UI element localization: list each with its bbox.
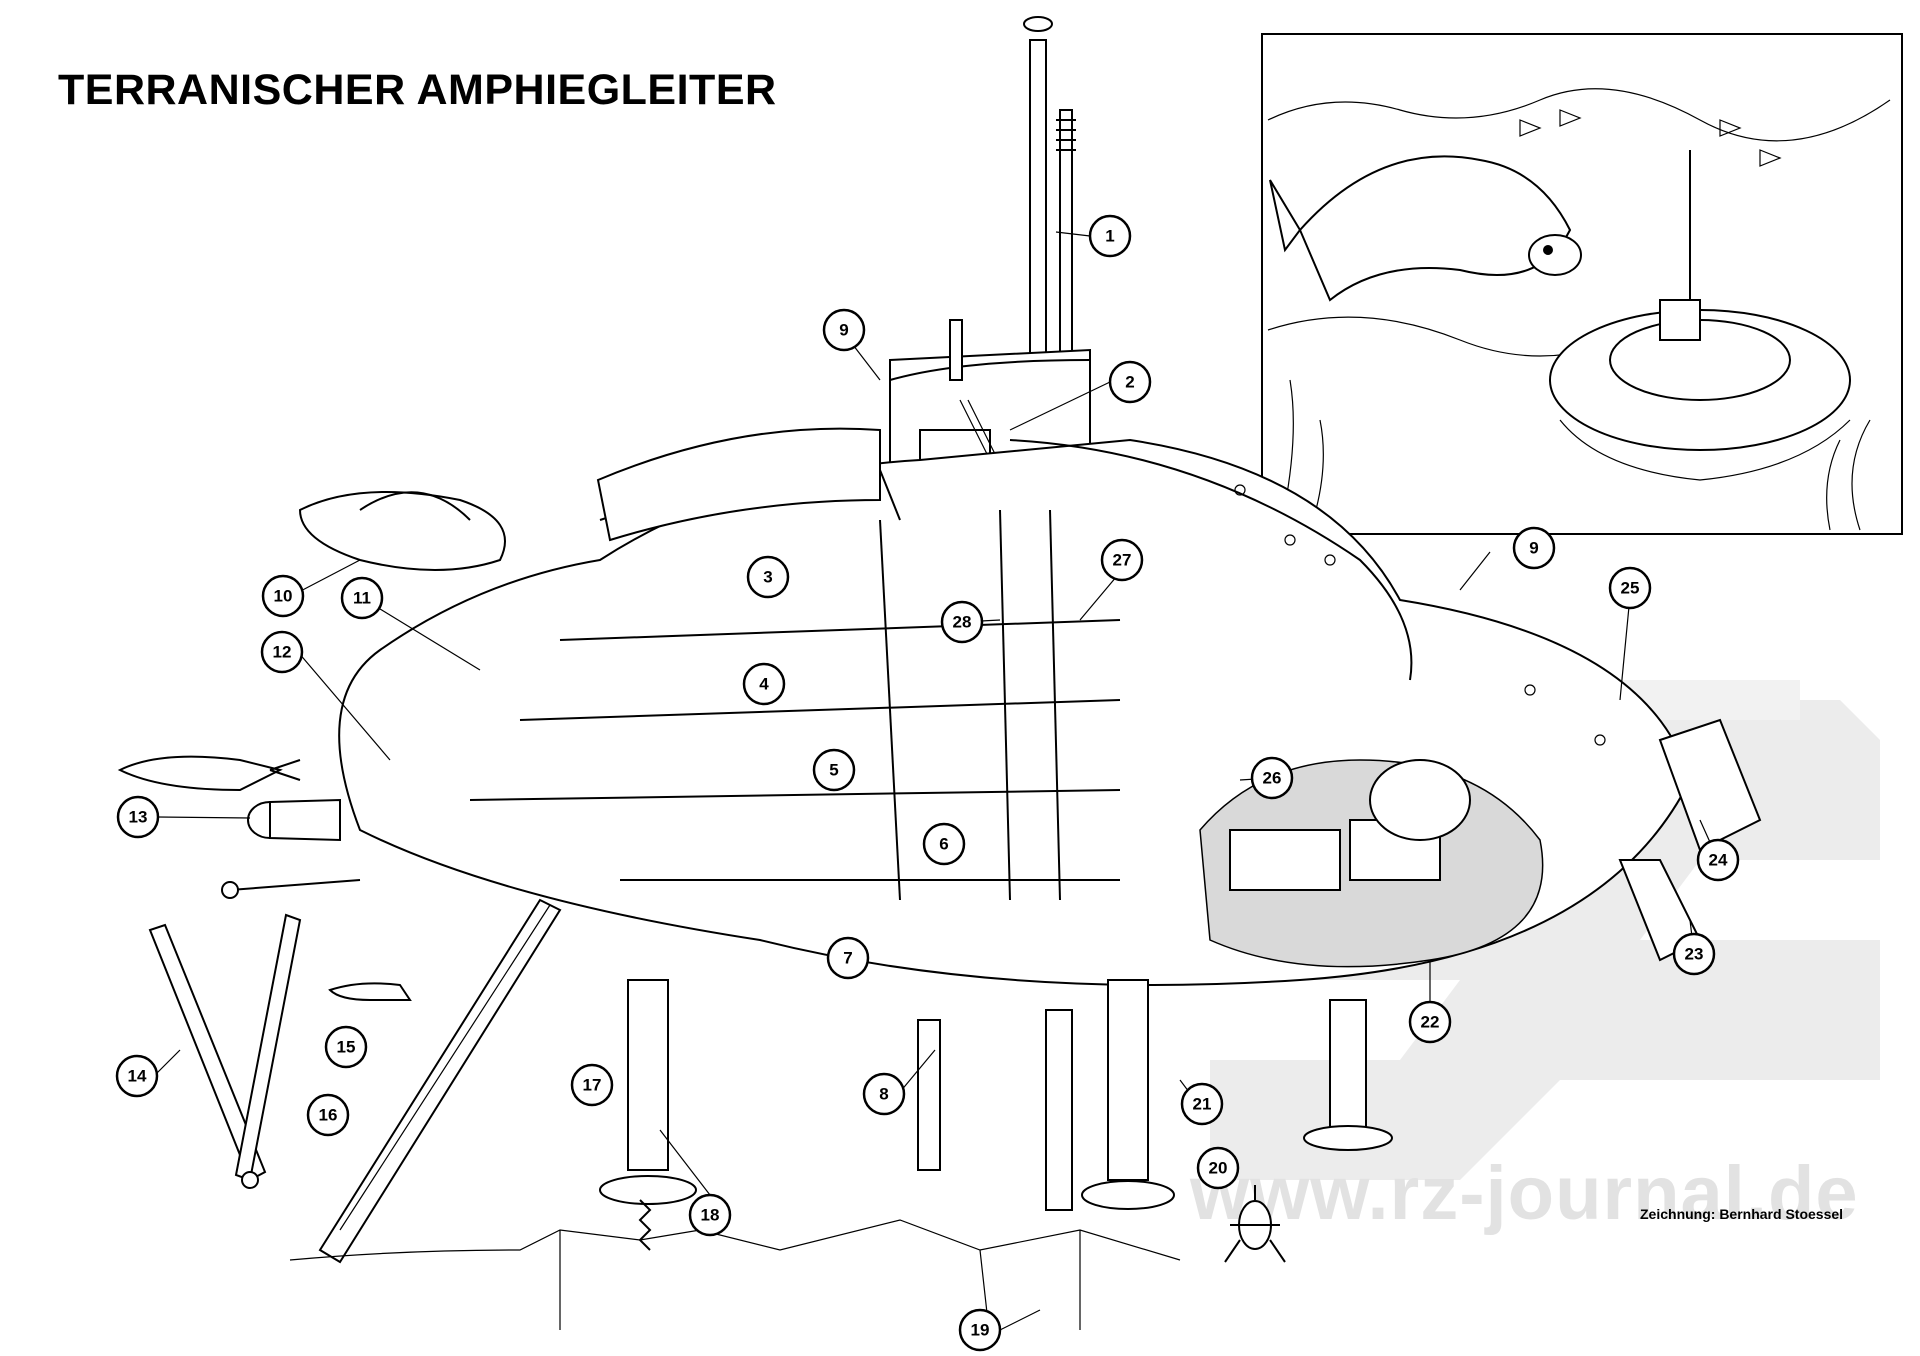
callout-3: 3 — [746, 555, 790, 599]
landing-legs — [599, 979, 1393, 1251]
callout-9-tower: 9 — [822, 308, 866, 352]
svg-text:9: 9 — [1529, 539, 1538, 558]
svg-text:26: 26 — [1263, 769, 1282, 788]
callout-21: 21 — [1180, 1082, 1224, 1126]
diagram-title: TERRANISCHER AMPHIEGLEITER — [58, 66, 777, 114]
callout-8: 8 — [862, 1072, 906, 1116]
callout-5: 5 — [812, 748, 856, 792]
callout-9-hull: 9 — [1512, 526, 1556, 570]
callout-1: 1 — [1088, 214, 1132, 258]
diver — [328, 982, 412, 1001]
svg-text:10: 10 — [274, 587, 293, 606]
svg-text:18: 18 — [701, 1206, 720, 1225]
callout-7: 7 — [826, 936, 870, 980]
callout-25: 25 — [1608, 566, 1652, 610]
callout-4: 4 — [742, 662, 786, 706]
seabed — [289, 1219, 1181, 1341]
svg-text:1: 1 — [1105, 227, 1114, 246]
mini-jet-craft — [298, 491, 506, 571]
access-ramp — [318, 898, 562, 1264]
callout-15: 15 — [324, 1025, 368, 1069]
callout-27: 27 — [1100, 538, 1144, 582]
callout-11: 11 — [340, 576, 384, 620]
svg-text:3: 3 — [763, 568, 772, 587]
svg-text:15: 15 — [337, 1038, 356, 1057]
svg-text:17: 17 — [583, 1076, 602, 1095]
svg-text:5: 5 — [829, 761, 838, 780]
callout-24: 24 — [1696, 838, 1740, 882]
saucer-hull — [338, 427, 1762, 986]
callout-markers: 1 2 3 4 5 6 7 8 9 9 10 11 12 13 14 15 16… — [115, 214, 1740, 1352]
watermark-text: www.rz-journal.de — [1190, 1151, 1859, 1236]
svg-text:8: 8 — [879, 1085, 888, 1104]
callout-20: 20 — [1196, 1146, 1240, 1190]
svg-text:9: 9 — [839, 321, 848, 340]
callout-19: 19 — [958, 1308, 1002, 1352]
probe-robot — [1224, 1185, 1286, 1263]
callout-16: 16 — [306, 1093, 350, 1137]
callout-17: 17 — [570, 1063, 614, 1107]
jet-nozzle — [247, 798, 341, 842]
callout-6: 6 — [922, 822, 966, 866]
svg-text:16: 16 — [319, 1106, 338, 1125]
torpedo — [117, 755, 301, 792]
callout-14: 14 — [115, 1054, 159, 1098]
svg-text:27: 27 — [1113, 551, 1132, 570]
callout-28: 28 — [940, 600, 984, 644]
manipulator-arm — [148, 879, 361, 1189]
inset-underwater-scene — [1261, 33, 1903, 535]
callout-22: 22 — [1408, 1000, 1452, 1044]
callout-2: 2 — [1108, 360, 1152, 404]
svg-text:4: 4 — [759, 675, 769, 694]
svg-text:21: 21 — [1193, 1095, 1212, 1114]
svg-text:23: 23 — [1685, 945, 1704, 964]
svg-text:2: 2 — [1125, 373, 1134, 392]
svg-text:22: 22 — [1421, 1013, 1440, 1032]
callout-18: 18 — [688, 1193, 732, 1237]
callout-12: 12 — [260, 630, 304, 674]
svg-text:13: 13 — [129, 808, 148, 827]
callout-10: 10 — [261, 574, 305, 618]
svg-text:20: 20 — [1209, 1159, 1228, 1178]
svg-text:24: 24 — [1709, 851, 1728, 870]
svg-text:14: 14 — [128, 1067, 147, 1086]
svg-text:12: 12 — [273, 643, 292, 662]
callout-13: 13 — [116, 795, 160, 839]
callout-26: 26 — [1250, 756, 1294, 800]
artist-credit: Zeichnung: Bernhard Stoessel — [1640, 1206, 1844, 1222]
svg-text:6: 6 — [939, 835, 948, 854]
svg-text:7: 7 — [843, 949, 852, 968]
antenna-mast — [1023, 16, 1076, 361]
svg-text:19: 19 — [971, 1321, 990, 1340]
svg-text:25: 25 — [1621, 579, 1640, 598]
callout-23: 23 — [1672, 932, 1716, 976]
svg-text:28: 28 — [953, 613, 972, 632]
svg-text:11: 11 — [353, 589, 371, 608]
